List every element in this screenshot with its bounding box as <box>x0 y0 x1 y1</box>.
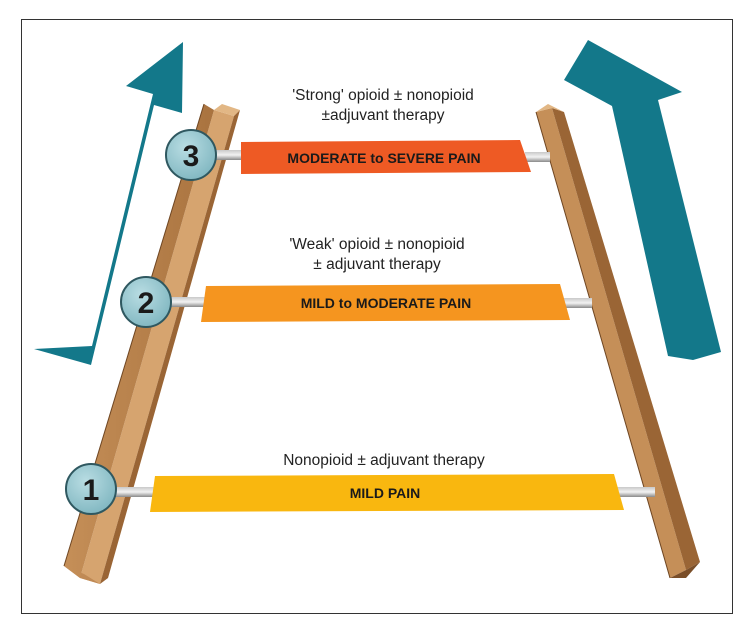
step-1-bar <box>150 474 624 512</box>
step-2-therapy-line-2: ± adjuvant therapy <box>313 256 441 273</box>
step-1-therapy: Nonopioid ± adjuvant therapy <box>214 451 554 471</box>
step-3-therapy: 'Strong' opioid ± nonopioid ±adjuvant th… <box>213 86 553 126</box>
step-1-badge <box>65 463 117 515</box>
step-1-number: 1 <box>83 474 100 507</box>
step-3-pain-level: MODERATE to SEVERE PAIN <box>287 150 480 166</box>
step-2-number: 2 <box>138 287 155 320</box>
step-2: MILD to MODERATE PAIN 2 <box>120 276 592 328</box>
step-3-number: 3 <box>183 140 200 173</box>
step-3-therapy-line-1: 'Strong' opioid ± nonopioid <box>292 87 474 104</box>
step-1-therapy-line-1: Nonopioid ± adjuvant therapy <box>283 452 485 469</box>
ladder-left-rail <box>63 103 240 584</box>
step-1: MILD PAIN 1 <box>65 463 655 515</box>
step-3-therapy-line-2: ±adjuvant therapy <box>321 107 445 124</box>
pain-intensity-arrow-right <box>564 40 721 360</box>
step-2-badge <box>120 276 172 328</box>
step-3-bar <box>241 140 531 174</box>
ladder-right-rail <box>535 104 700 579</box>
step-3-peg-right <box>525 152 550 162</box>
step-1-pain-level: MILD PAIN <box>350 485 421 501</box>
step-2-therapy: 'Weak' opioid ± nonopioid ± adjuvant the… <box>207 235 547 275</box>
step-2-bar <box>201 284 570 322</box>
step-3: MODERATE to SEVERE PAIN 3 <box>165 129 550 181</box>
step-1-peg-right <box>615 487 655 497</box>
step-2-pain-level: MILD to MODERATE PAIN <box>301 295 472 311</box>
step-1-peg-left <box>110 487 155 497</box>
step-2-peg-left <box>165 297 210 307</box>
step-2-therapy-line-1: 'Weak' opioid ± nonopioid <box>289 236 465 253</box>
step-3-badge <box>165 129 217 181</box>
step-2-peg-right <box>562 298 592 308</box>
step-3-peg-left <box>200 150 245 160</box>
